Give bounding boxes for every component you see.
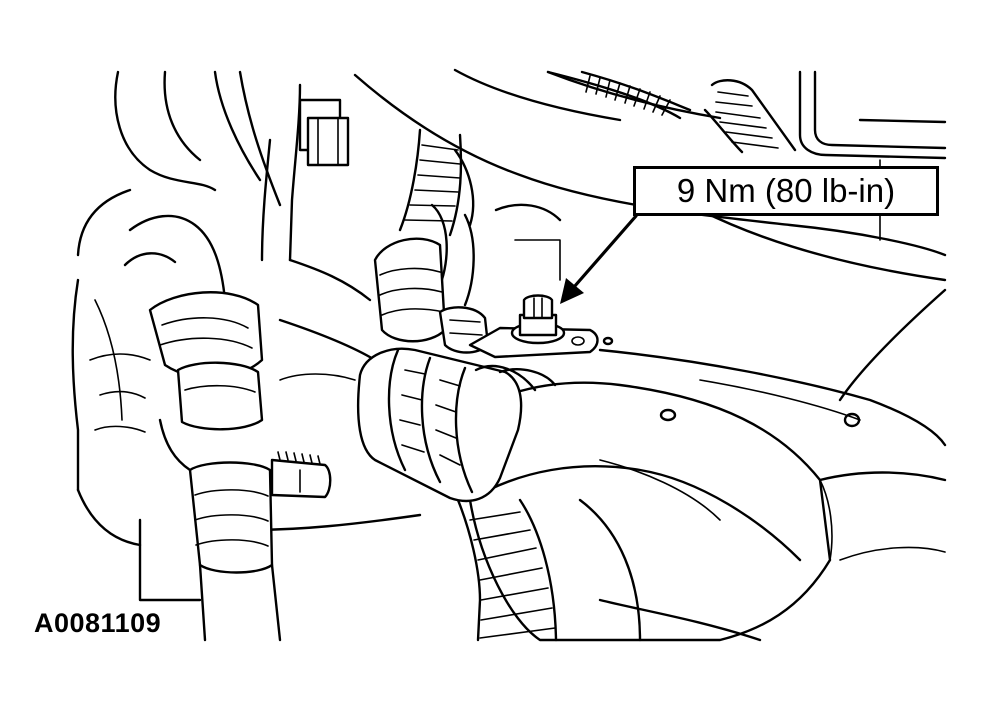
threaded-stud <box>270 451 332 499</box>
bolt-bracket <box>468 294 614 359</box>
wiring-harness-left <box>123 214 282 642</box>
upper-bolt <box>298 98 350 167</box>
torque-label: 9 Nm (80 lb-in) <box>676 172 896 209</box>
hose-clamp <box>356 347 557 503</box>
engine-block-outline <box>353 68 947 402</box>
torque-callout: 9 Nm (80 lb-in) <box>633 166 939 216</box>
corrugated-hose-upper <box>546 70 797 154</box>
frame-left <box>71 70 422 602</box>
wiring-harness-center <box>373 128 490 354</box>
figure-id-label: A0081109 <box>34 608 162 638</box>
main-hose <box>438 381 833 642</box>
callout-leader <box>560 214 638 304</box>
housing-right <box>598 348 947 642</box>
